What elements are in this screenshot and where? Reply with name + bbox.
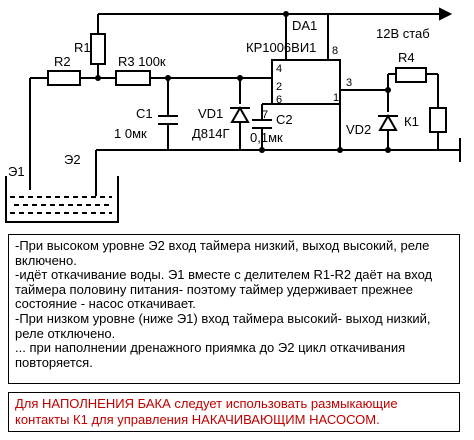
- pin-8-label: 8: [332, 45, 338, 57]
- r3-resistor: [115, 70, 151, 86]
- warning-note: Для НАПОЛНЕНИЯ БАКА следует использовать…: [8, 392, 460, 432]
- pin-4-label: 4: [276, 63, 282, 75]
- c1-label: С1: [136, 106, 153, 121]
- note-line-4: ... при наполнении дренажного приямка до…: [15, 340, 406, 370]
- junction-dot: [237, 75, 243, 81]
- explanation-note: -При высоком уровне Э2 вход таймера низк…: [8, 234, 460, 384]
- c2-label: С2: [276, 112, 293, 127]
- pin-3-label: 3: [346, 77, 352, 89]
- timer-chip-body: [271, 59, 341, 105]
- r4-label: R4: [398, 50, 415, 65]
- chip-part-label: КР1006ВИ1: [246, 40, 316, 55]
- r1-label: R1: [74, 40, 91, 55]
- k1-label: К1: [404, 114, 419, 129]
- r3-label: R3 100к: [118, 54, 166, 69]
- note-line-3: -При низком уровне (ниже Э1) вход таймер…: [15, 310, 431, 341]
- r1-resistor: [90, 33, 106, 65]
- junction-dot: [95, 75, 101, 81]
- junction-dot: [283, 11, 289, 17]
- junction-dot: [385, 87, 391, 93]
- chip-name-label: DA1: [292, 18, 317, 33]
- r2-label: R2: [54, 54, 71, 69]
- c2-value-label: 0,1мк: [250, 130, 283, 145]
- pin-2-label: 2: [276, 81, 282, 93]
- tank-walls: [5, 176, 119, 223]
- junction-dot: [337, 147, 343, 153]
- c1-value-label: 1 0мк: [114, 126, 147, 141]
- vd1-part-label: Д814Г: [192, 126, 230, 141]
- junction-dot: [385, 147, 391, 153]
- r4-resistor: [395, 67, 427, 83]
- note-line-1: -При высоком уровне Э2 вход таймера низк…: [15, 238, 430, 268]
- junction-dot: [165, 75, 171, 81]
- pin-6-label: 6: [276, 94, 282, 106]
- note-line-2: -идёт откачивание воды. Э1 вместе с дели…: [15, 267, 433, 312]
- supply-arrow: [439, 7, 453, 21]
- vd2-label: VD2: [346, 122, 371, 137]
- junction-dot: [259, 147, 265, 153]
- supply-label: 12В стаб: [376, 26, 430, 41]
- vd1-diode: [230, 105, 250, 123]
- e2-label: Э2: [64, 152, 81, 167]
- e1-label: Э1: [8, 164, 25, 179]
- vd2-diode: [378, 113, 398, 131]
- r2-resistor: [47, 70, 81, 86]
- pin-7-label: 7: [262, 109, 268, 121]
- k1-coil: [429, 107, 447, 133]
- vd1-label: VD1: [198, 106, 223, 121]
- pin-1-label: 1: [333, 92, 339, 104]
- pump-controller-schematic: 12В стаб DA1 КР1006ВИ1 8 4 2 6 7 1 3 R1 …: [5, 7, 461, 223]
